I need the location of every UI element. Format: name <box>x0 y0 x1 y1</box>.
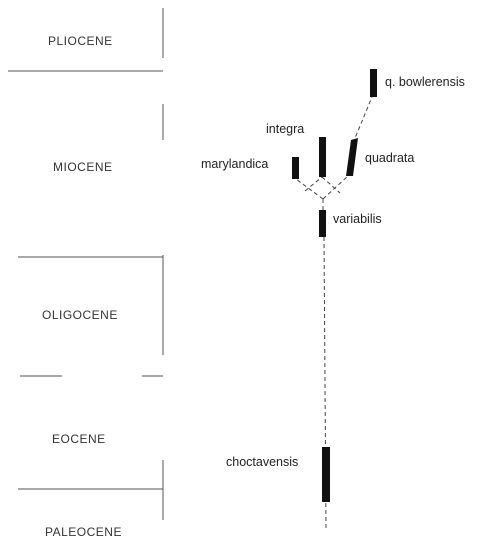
taxon-label-choctavensis: choctavensis <box>226 455 298 469</box>
epoch-label-paleocene: PALEOCENE <box>45 525 122 539</box>
taxon-label-integra: integra <box>266 122 304 136</box>
range-bar-marylandica <box>292 157 299 179</box>
epoch-label-eocene: EOCENE <box>52 432 106 446</box>
time-scale: PLIOCENE MIOCENE OLIGOCENE EOCENE PALEOC… <box>8 8 164 539</box>
epoch-label-oligocene: OLIGOCENE <box>42 308 118 322</box>
taxon-labels: q. bowlerensis integra marylandica quadr… <box>201 75 465 469</box>
taxon-label-variabilis: variabilis <box>333 212 382 226</box>
taxon-label-marylandica: marylandica <box>201 157 268 171</box>
taxon-label-quadrata: quadrata <box>365 151 414 165</box>
lineage-integra-base <box>321 176 341 194</box>
range-bar-q-bowlerensis <box>370 69 377 97</box>
taxon-label-q-bowlerensis: q. bowlerensis <box>385 75 465 89</box>
lineage-lines <box>295 96 373 531</box>
lineage-fork-left <box>304 176 323 192</box>
lineage-fork-right <box>322 175 349 200</box>
epoch-label-miocene: MIOCENE <box>53 160 113 174</box>
range-bar-choctavensis <box>322 447 330 502</box>
range-bar-quadrata <box>346 138 358 176</box>
lineage-to-marylandica <box>295 178 324 200</box>
lineage-to-q-bowlerensis <box>352 96 373 144</box>
range-bar-variabilis <box>319 210 326 237</box>
range-bars <box>292 69 377 502</box>
epoch-label-pliocene: PLIOCENE <box>48 34 113 48</box>
range-bar-integra <box>319 137 326 177</box>
